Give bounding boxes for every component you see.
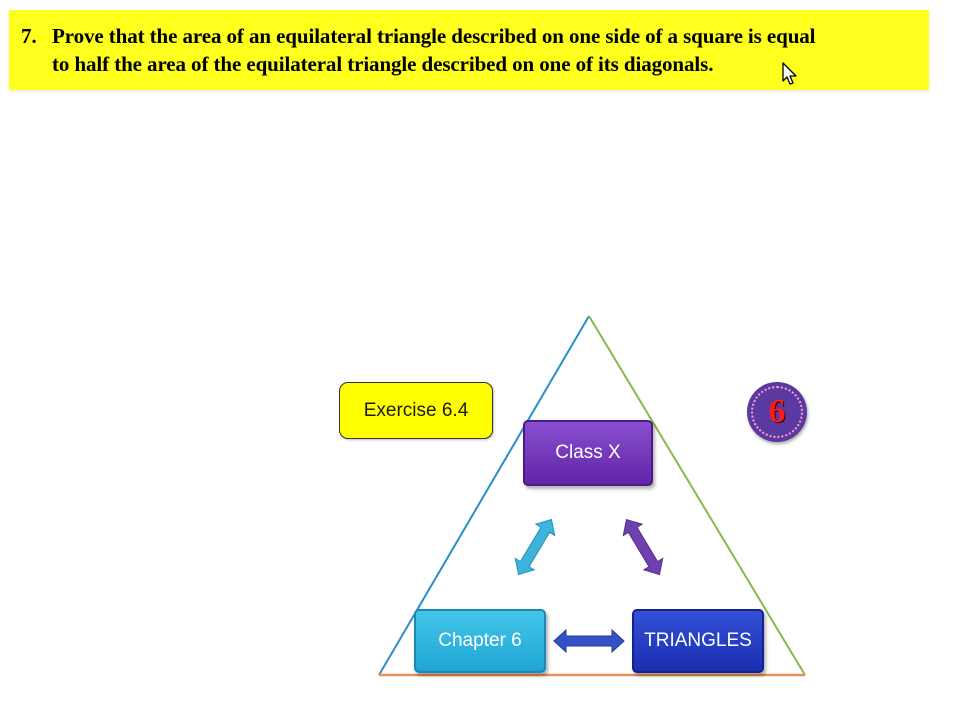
question-text-line-1: Prove that the area of an equilateral tr… bbox=[52, 24, 816, 48]
arrow-chapter-topic-icon bbox=[553, 628, 625, 654]
class-label-box: Class X bbox=[523, 420, 653, 486]
topic-label-box: TRIANGLES bbox=[632, 609, 764, 673]
arrow-class-chapter-icon bbox=[514, 518, 556, 576]
question-text-line-2: to half the area of the equilateral tria… bbox=[52, 52, 714, 76]
badge-number: 6 bbox=[768, 393, 786, 430]
arrow-class-topic-icon bbox=[622, 518, 664, 576]
exercise-label-box: Exercise 6.4 bbox=[339, 382, 493, 439]
chapter-number-badge: 6 bbox=[747, 382, 807, 442]
question-number: 7. bbox=[21, 24, 37, 48]
mouse-pointer-icon bbox=[782, 62, 797, 85]
chapter-label-box: Chapter 6 bbox=[414, 609, 546, 673]
question-banner: 7. Prove that the area of an equilateral… bbox=[9, 10, 929, 90]
triangle-right-edge bbox=[588, 315, 806, 676]
badge-ring: 6 bbox=[751, 386, 803, 438]
